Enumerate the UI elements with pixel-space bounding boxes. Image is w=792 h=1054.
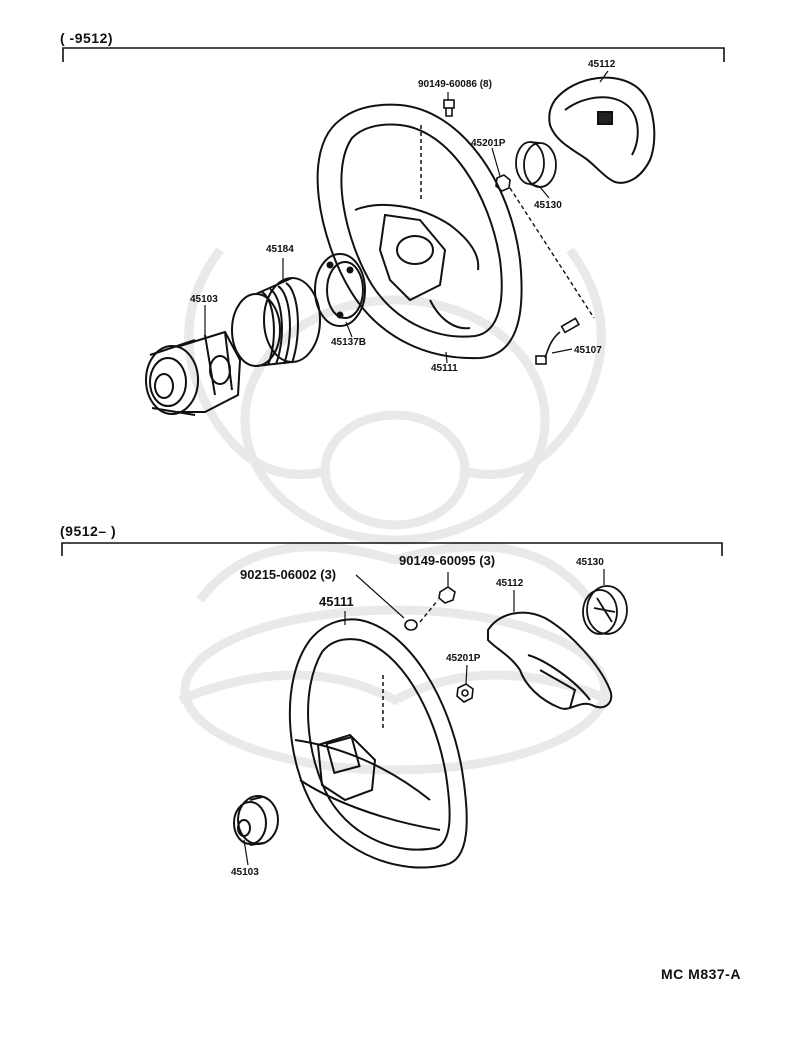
steering-wheel-bottom <box>288 618 468 869</box>
horn-pad-top <box>548 76 656 184</box>
hub-top <box>145 330 242 416</box>
collar-bottom <box>582 585 628 635</box>
watermark-emblem <box>178 247 612 775</box>
label-collar-bottom: 45130 <box>576 557 604 568</box>
bottom-section-range: (9512– ) <box>60 523 117 539</box>
label-pad-bottom: 45112 <box>496 578 524 589</box>
collar-top <box>515 141 557 188</box>
bottom-section-bracket <box>61 542 723 556</box>
label-hub-top: 45103 <box>190 294 218 305</box>
label-nut-top: 45201P <box>471 138 506 149</box>
drawing-code: MC M837-A <box>661 966 741 982</box>
label-collar-top: 45130 <box>534 200 562 211</box>
label-bolt-top: 90149-60086 (8) <box>418 79 492 90</box>
label-spacer-top: 45184 <box>266 244 294 255</box>
lead-wire <box>535 317 581 365</box>
hub-bottom <box>233 795 279 846</box>
steering-wheel-top <box>316 103 523 360</box>
bolt-bottom <box>438 586 456 604</box>
label-pad-top: 45112 <box>588 59 616 70</box>
label-plate-top: 45137B <box>331 337 367 348</box>
leader-lines-bottom <box>243 569 605 866</box>
nut-top <box>495 174 511 192</box>
top-section-bracket <box>62 47 725 62</box>
washer-bottom <box>404 619 418 631</box>
top-section-range: ( -9512) <box>60 30 114 46</box>
label-wheel-top: 45111 <box>431 363 458 374</box>
plate-top <box>314 253 366 327</box>
label-bolt-bottom: 90149-60095 (3) <box>399 553 496 568</box>
label-washer-bottom: 90215-06002 (3) <box>240 567 337 582</box>
nut-bottom <box>456 683 474 703</box>
spacer-top <box>231 277 321 367</box>
leader-lines-top <box>204 70 609 364</box>
bolt-top <box>443 99 455 117</box>
label-nut-bottom: 45201P <box>446 653 481 664</box>
label-hub-bottom: 45103 <box>231 867 259 878</box>
label-wheel-bottom: 45111 <box>319 594 354 609</box>
horn-pad-bottom <box>487 611 613 710</box>
label-lead-top: 45107 <box>574 345 602 356</box>
